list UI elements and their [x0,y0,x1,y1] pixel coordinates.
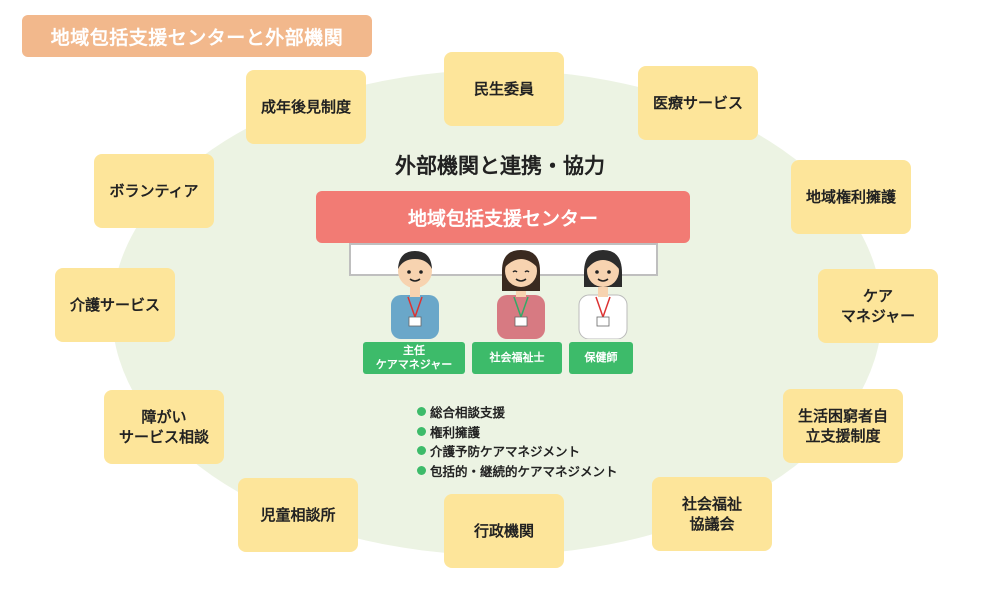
staff-person-icon-care-manager [391,251,439,339]
node-seinen-kouken: 成年後見制度 [246,70,366,144]
node-seikatsu-konkyu: 生活困窮者自 立支援制度 [783,389,903,463]
staff-person-icon-public-health-nurse [578,250,628,339]
node-shogai-service: 障がい サービス相談 [104,390,224,464]
diagram-title: 地域包括支援センターと外部機関 [22,15,372,57]
duty-item: 介護予防ケアマネジメント [417,441,618,461]
node-jido-sodanjo: 児童相談所 [238,478,358,552]
duty-item: 総合相談支援 [417,402,618,422]
node-volunteer: ボランティア [94,154,214,228]
node-iryo-service: 医療サービス [638,66,758,140]
node-minsei-iin: 民生委員 [444,52,564,126]
duties-list: 総合相談支援 権利擁護 介護予防ケアマネジメント 包括的・継続的ケアマネジメント [417,402,618,480]
staff-label-care-manager: 主任 ケアマネジャー [363,342,465,374]
bullet-dot-icon [417,465,426,475]
collaboration-heading: 外部機関と連携・協力 [395,154,605,178]
node-gyosei-kikan: 行政機関 [444,494,564,568]
duty-item: 権利擁護 [417,422,618,442]
staff-label-public-health-nurse: 保健師 [569,342,633,374]
node-care-manager: ケア マネジャー [818,269,938,343]
node-kaigo-service: 介護サービス [55,268,175,342]
bullet-dot-icon [417,426,426,436]
bullet-dot-icon [417,407,426,417]
staff-person-icon-social-worker [497,250,545,339]
duty-item: 包括的・継続的ケアマネジメント [417,461,618,481]
node-chiiki-kenri-yogo: 地域権利擁護 [791,160,911,234]
bullet-dot-icon [417,446,426,456]
center-title-bar: 地域包括支援センター [316,191,690,243]
staff-label-social-worker: 社会福祉士 [472,342,562,374]
node-shakai-fukushi-kyogikai: 社会福祉 協議会 [652,477,772,551]
